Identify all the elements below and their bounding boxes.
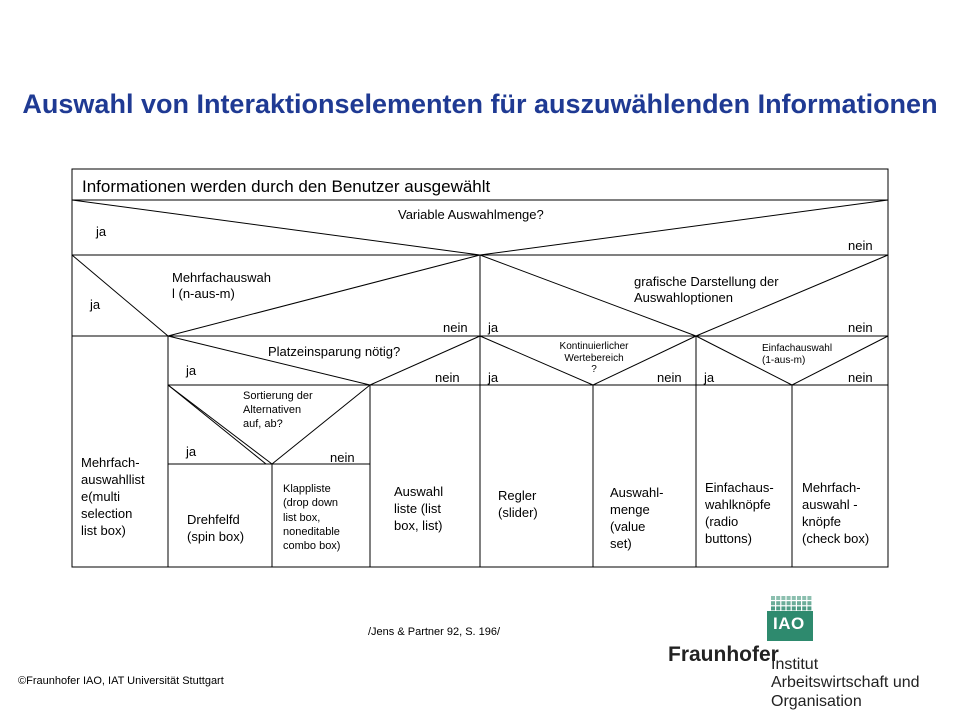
logo-grid-square — [771, 601, 775, 606]
logo-grid-square — [807, 596, 812, 600]
logo-grid-square — [776, 606, 781, 611]
leaf-spin-box: Drehfelfd (spin box) — [187, 512, 245, 544]
logo-grid-square — [771, 596, 775, 600]
logo-grid-square — [781, 606, 786, 611]
slide-title: Auswahl von Interaktionselementen für au… — [22, 89, 938, 119]
logo-institute: Institut Arbeitswirtschaft und Organisat… — [771, 656, 920, 710]
leaf-check-box: Mehrfach- auswahl - knöpfe (check box) — [802, 480, 870, 546]
q4-right-diagonal — [369, 335, 481, 386]
question-single-selection: Einfachauswahl (1-aus-m) — [762, 343, 833, 366]
question-variable-set: Variable Auswahlmenge? — [398, 207, 544, 222]
logo-grid-square — [797, 596, 801, 600]
question-graphic-display: grafische Darstellung der Auswahloptione… — [634, 274, 779, 305]
leaf-value-set: Auswahl- menge (value set) — [610, 485, 664, 551]
q3-right-diagonal — [695, 254, 889, 337]
q3-yes-label: ja — [488, 320, 499, 335]
question-continuous-range: Kontinuierlicher Wertebereich ? — [559, 341, 629, 375]
logo-grid-square — [776, 601, 781, 606]
q2-left-diagonal — [71, 254, 169, 337]
logo-grid-square — [781, 596, 786, 600]
logo-grid-square — [791, 606, 796, 611]
q1-no-label: nein — [848, 238, 873, 253]
q5-yes-label: ja — [488, 370, 499, 385]
leaf-slider: Regler (slider) — [498, 488, 538, 520]
question-multiple-selection: Mehrfachauswah l (n-aus-m) — [172, 270, 271, 301]
q2-no-label: nein — [443, 320, 468, 335]
logo-grid-square — [797, 606, 801, 611]
q3-left-diagonal — [479, 254, 697, 337]
footer-copyright: ©Fraunhofer IAO, IAT Universität Stuttga… — [18, 675, 224, 687]
logo-grid-square — [802, 606, 807, 611]
q6-left-diagonal — [695, 335, 793, 386]
logo-grid-square — [802, 601, 807, 606]
q1-yes-label: ja — [96, 224, 107, 239]
q6-no-label: nein — [848, 370, 873, 385]
fraunhofer-logo: IAO Fraunhofer Institut Arbeitswirtschaf… — [665, 596, 955, 716]
logo-grid-square — [786, 596, 791, 600]
q2-yes-label: ja — [90, 297, 101, 312]
question-space-saving: Platzeinsparung nötig? — [268, 344, 401, 359]
q5-right-diagonal — [592, 335, 697, 386]
q6-right-diagonal — [791, 335, 889, 386]
logo-grid-square — [797, 601, 801, 606]
logo-grid-square — [786, 606, 791, 611]
logo-grid-square — [791, 596, 796, 600]
q3-no-label: nein — [848, 320, 873, 335]
q4-left-diagonal — [167, 335, 371, 386]
q7-yes-label: ja — [186, 444, 197, 459]
leaf-radio-buttons: Einfachaus- wahlknöpfe (radio buttons) — [705, 480, 774, 546]
question-sorting: Sortierung der Alternativen auf, ab? — [243, 390, 313, 430]
logo-grid-icon — [767, 596, 813, 641]
logo-grid-square — [802, 596, 807, 600]
logo-grid-square — [776, 596, 781, 600]
q2-right-diagonal — [167, 254, 481, 337]
logo-grid-square — [786, 601, 791, 606]
logo-grid-square — [807, 606, 812, 611]
q7-left-diagonal-2 — [167, 384, 267, 465]
leaf-list-box: Auswahl liste (list box, list) — [394, 484, 444, 533]
citation: /Jens & Partner 92, S. 196/ — [368, 626, 501, 638]
logo-grid-square — [771, 606, 775, 611]
q4-no-label: nein — [435, 370, 460, 385]
q1-left-diagonal — [71, 199, 481, 256]
diagram-header: Informationen werden durch den Benutzer … — [82, 177, 491, 196]
logo-grid-square — [791, 601, 796, 606]
logo-fraunhofer: Fraunhofer — [668, 643, 779, 666]
q5-left-diagonal — [479, 335, 594, 386]
logo-iao: IAO — [773, 614, 805, 633]
q6-yes-label: ja — [704, 370, 715, 385]
logo-grid-square — [807, 601, 812, 606]
q1-right-diagonal — [479, 199, 889, 256]
q7-left-diagonal — [167, 384, 273, 465]
logo-grid-square — [781, 601, 786, 606]
leaf-multi-selection-list-box: Mehrfach- auswahllist e(multi selection … — [81, 455, 145, 538]
q7-right-diagonal — [271, 384, 371, 465]
q7-no-label: nein — [330, 450, 355, 465]
q5-no-label: nein — [657, 370, 682, 385]
logo-grid-squares — [771, 596, 812, 611]
leaf-drop-down-list-box: Klappliste (drop down list box, nonedita… — [283, 483, 341, 553]
q4-yes-label: ja — [186, 363, 197, 378]
